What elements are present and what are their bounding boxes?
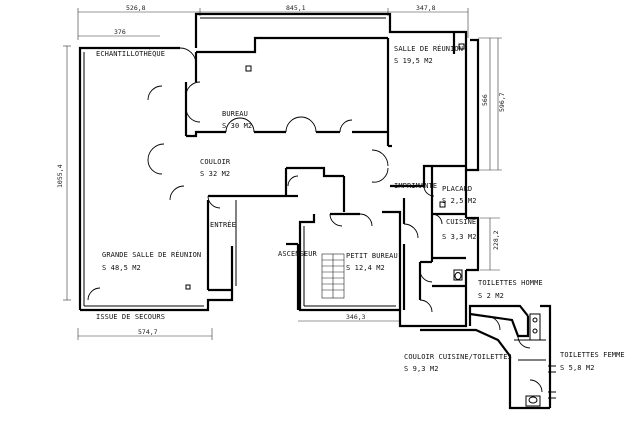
toilet-femme-icon — [525, 395, 541, 407]
column-square — [458, 43, 465, 50]
room-placard-area: S 2,5 M2 — [442, 197, 477, 205]
dim-top-mid: 845,1 — [286, 4, 306, 12]
column-square — [245, 65, 252, 72]
window-marks — [548, 365, 556, 399]
room-labels: ECHANTILLOTHÈQUE SALLE DE RÉUNION S 19,5… — [96, 44, 625, 373]
dimension-labels: 526,8 845,1 347,8 376 1055,4 566 596,7 2… — [56, 4, 506, 336]
room-bureau-name: BUREAU — [222, 110, 248, 118]
dim-right-566: 566 — [481, 94, 489, 106]
placard-box — [439, 201, 446, 208]
dim-right-228: 228,2 — [492, 230, 500, 250]
walls — [78, 12, 552, 410]
room-petit-bureau-name: PETIT BUREAU — [346, 252, 398, 260]
room-echantillotheque-name: ECHANTILLOTHÈQUE — [96, 49, 165, 58]
fixtures — [185, 43, 556, 407]
dim-left-small: 376 — [114, 28, 126, 36]
toilet-homme-icon — [453, 269, 463, 281]
room-entree-name: ENTRÉE — [210, 220, 236, 229]
room-toilettes-homme-name: TOILETTES HOMME — [478, 279, 543, 287]
room-ascenseur-name: ASCENSEUR — [278, 250, 318, 258]
room-salle-reunion-area: S 19,5 M2 — [394, 57, 433, 65]
dim-bottom-346: 346,3 — [346, 313, 366, 321]
staircase — [321, 253, 345, 299]
dim-bottom-574: 574,7 — [138, 328, 158, 336]
sinks-icon — [529, 313, 541, 341]
column-square — [185, 284, 191, 290]
room-toilettes-femme-name: TOILETTES FEMME — [560, 351, 625, 359]
room-couloir-cuisine-name: COULOIR CUISINE/TOILETTES — [404, 353, 512, 361]
room-grande-salle-area: S 48,5 M2 — [102, 264, 141, 272]
room-couloir-area: S 32 M2 — [200, 170, 230, 178]
room-toilettes-homme-area: S 2 M2 — [478, 292, 504, 300]
room-issue-secours-name: ISSUE DE SECOURS — [96, 313, 165, 321]
room-couloir-name: COULOIR — [200, 158, 231, 166]
room-petit-bureau-area: S 12,4 M2 — [346, 264, 385, 272]
room-imprimante-name: IMPRIMANTE — [394, 182, 437, 190]
dimension-lines — [63, 8, 502, 340]
room-grande-salle-name: GRANDE SALLE DE RÉUNION — [102, 250, 201, 259]
room-salle-reunion-name: SALLE DE RÉUNION — [394, 44, 463, 53]
room-toilettes-femme-area: S 5,8 M2 — [560, 364, 595, 372]
room-cuisine-name: CUISINE — [446, 218, 476, 226]
dim-top-right: 347,8 — [416, 4, 436, 12]
dim-top-left: 526,8 — [126, 4, 146, 12]
room-couloir-cuisine-area: S 9,3 M2 — [404, 365, 439, 373]
room-bureau-area: S 30 M2 — [222, 122, 252, 130]
dim-right-596: 596,7 — [498, 92, 506, 112]
room-cuisine-area: S 3,3 M2 — [442, 233, 477, 241]
doors — [87, 47, 543, 393]
room-placard-name: PLACARD — [442, 185, 472, 193]
dim-left-vertical: 1055,4 — [56, 164, 64, 188]
